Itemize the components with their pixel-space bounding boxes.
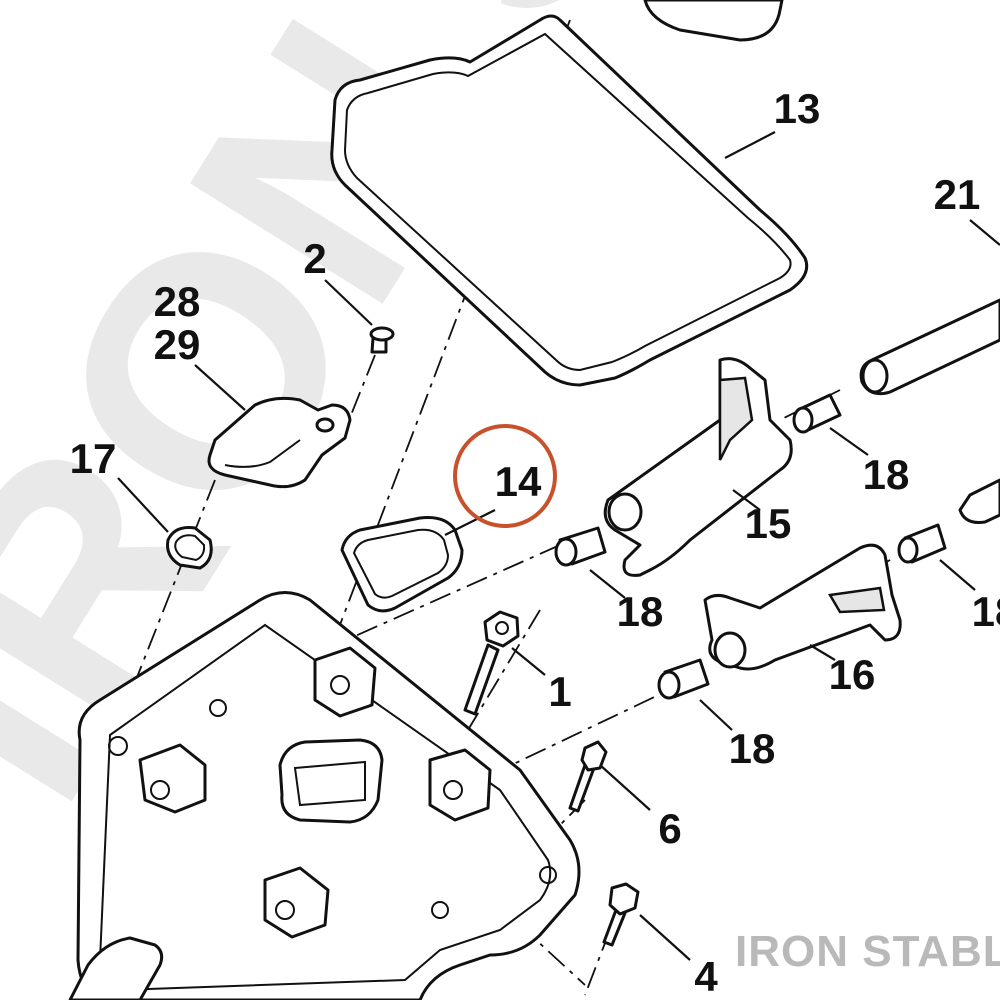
callout-18-c: 18 — [972, 588, 1000, 635]
leader-lines — [117, 131, 1000, 961]
bushing-part-b — [792, 393, 842, 434]
bushing-part-c — [897, 523, 947, 564]
callout-18-a: 18 — [617, 588, 664, 635]
callout-15: 15 — [745, 500, 792, 547]
callout-14: 14 — [495, 458, 542, 505]
flange-bolt-part — [602, 882, 640, 947]
bolt-part — [463, 610, 520, 716]
sensor-cap-part — [207, 396, 352, 489]
callout-1: 1 — [548, 668, 571, 715]
highlight-ring — [453, 424, 557, 528]
callout-4: 4 — [694, 953, 718, 1000]
shaft-part — [859, 298, 1000, 524]
grommet-part — [166, 526, 213, 570]
callout-18-d: 18 — [729, 725, 776, 772]
bushing-part-a — [554, 526, 607, 567]
callout-29: 29 — [154, 321, 201, 368]
callout-2: 2 — [303, 235, 326, 282]
callout-labels: 13 21 2 28 29 17 14 18 15 18 18 16 18 1 … — [70, 85, 1000, 1000]
socket-bolt-part — [568, 740, 608, 813]
rocker-arm-lower-part — [703, 543, 902, 671]
brand-logo-text: IRON STABLE — [735, 927, 1000, 976]
bushing-part-d — [657, 658, 710, 700]
cover-gasket-part — [330, 0, 809, 387]
small-screw-part — [369, 326, 395, 354]
callout-28: 28 — [154, 278, 201, 325]
callout-21: 21 — [934, 171, 981, 218]
o-ring-gasket-part — [340, 516, 464, 613]
callout-16: 16 — [829, 651, 876, 698]
rocker-housing-part — [76, 591, 581, 1000]
callout-17: 17 — [70, 435, 117, 482]
callout-13: 13 — [774, 85, 821, 132]
lower-gasket-part — [68, 936, 164, 1000]
callout-6: 6 — [658, 805, 681, 852]
callout-18-b: 18 — [863, 451, 910, 498]
rocker-arm-upper-part — [603, 357, 793, 577]
